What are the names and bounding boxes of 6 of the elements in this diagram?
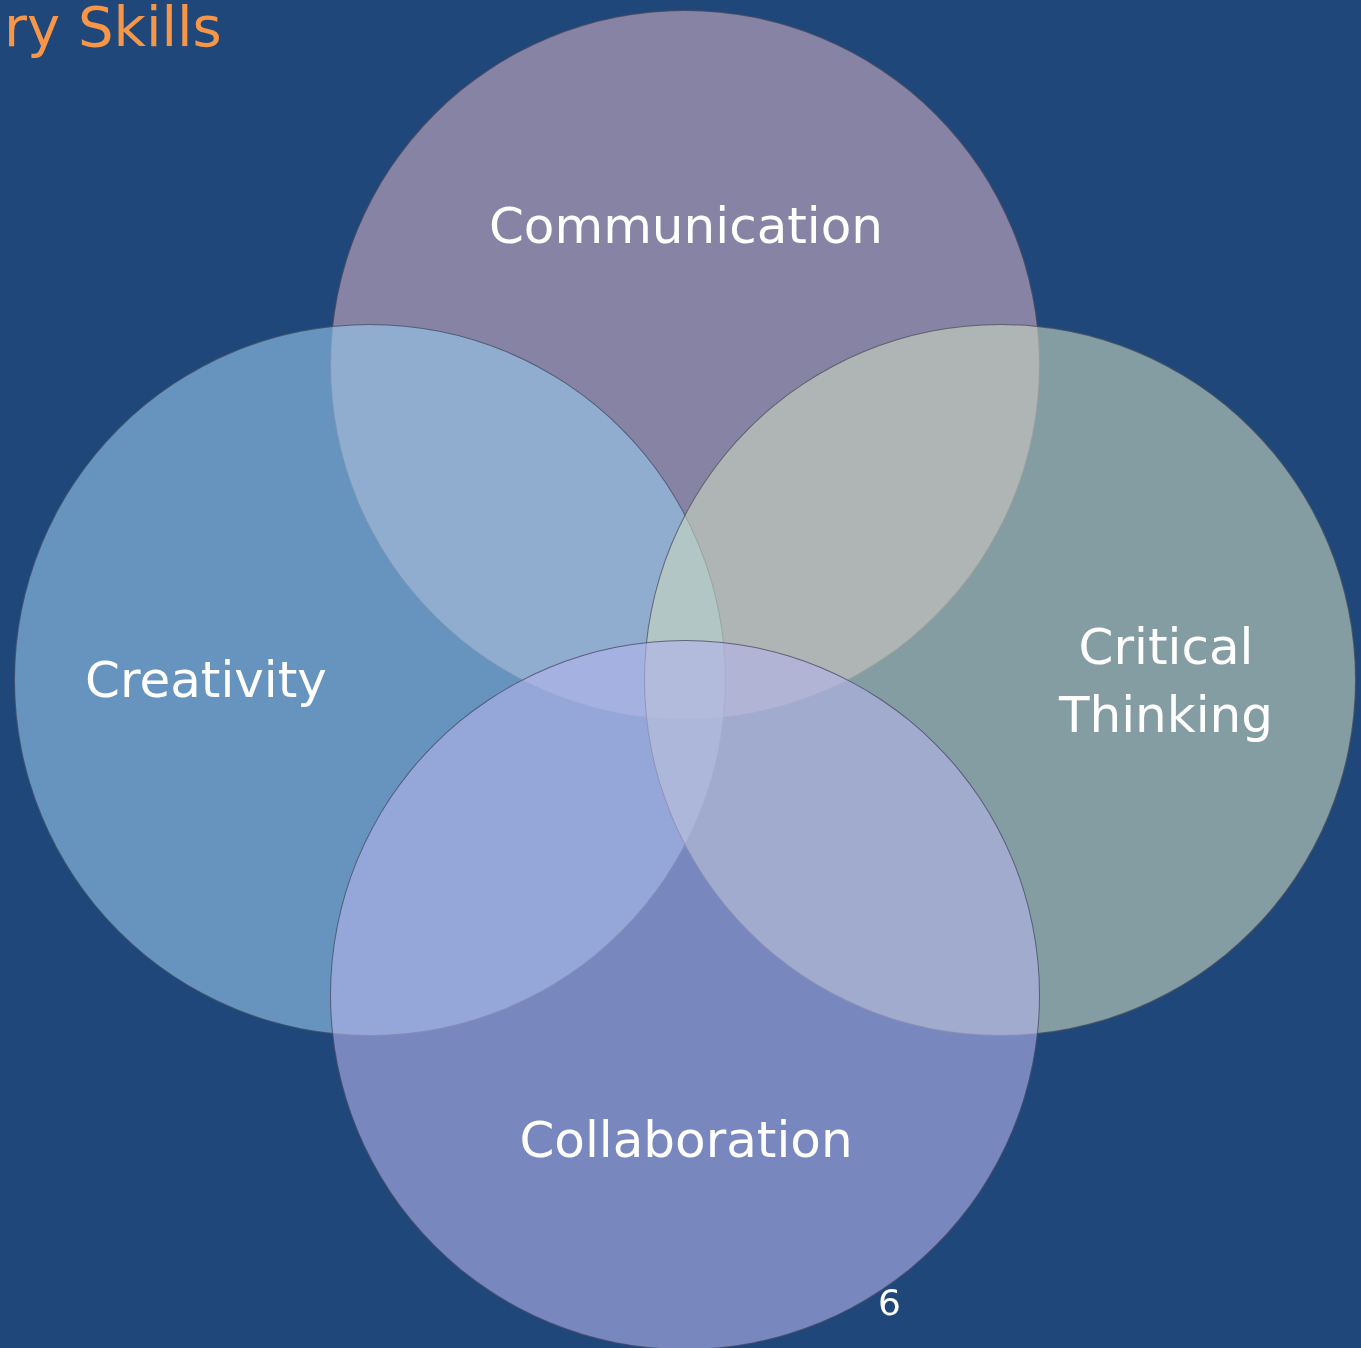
- circle-label: Collaboration: [518, 1110, 854, 1172]
- circle-label: Communication: [487, 196, 885, 258]
- page-number: 6: [878, 1282, 901, 1323]
- circle-label: Critical Thinking: [1057, 616, 1275, 745]
- slide-title: ry Skills: [4, 0, 222, 59]
- circle-label: Creativity: [84, 650, 328, 712]
